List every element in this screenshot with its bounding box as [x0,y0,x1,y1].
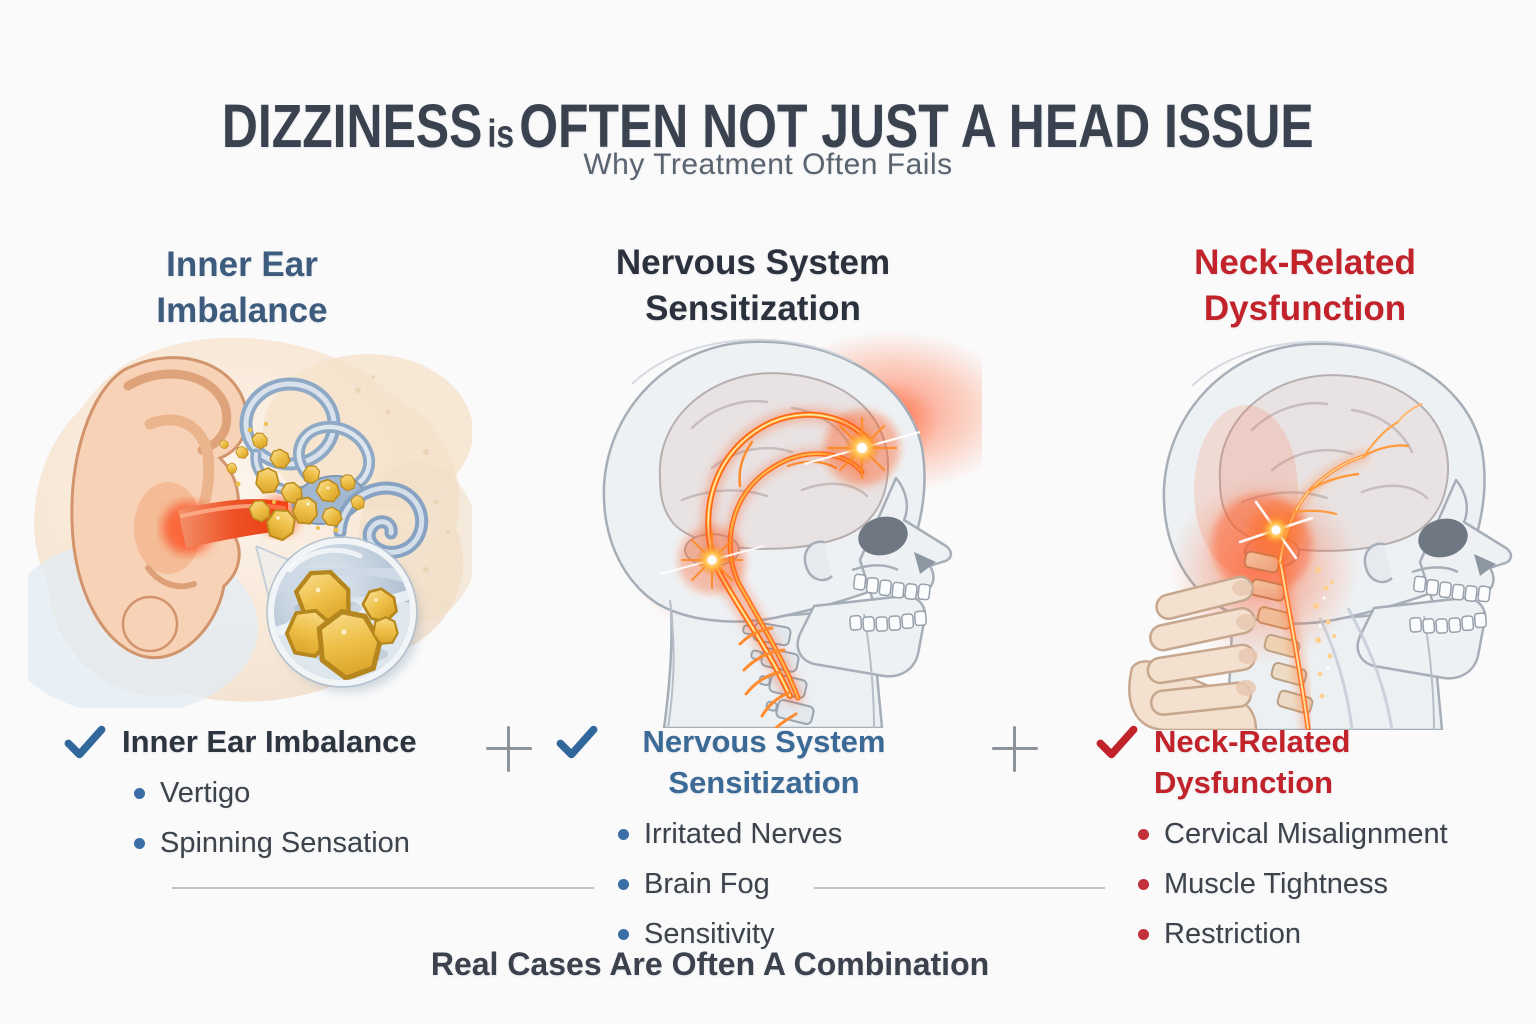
title-rest: OFTEN NOT JUST A HEAD ISSUE [519,92,1314,162]
divider-line-right [814,887,1105,889]
summary-bullet-list: Irritated Nerves Brain Fog Sensitivity [618,818,986,951]
bullet-item: Muscle Tightness [1138,868,1526,901]
summary-title: Inner Ear Imbalance [122,724,417,759]
bullet-item: Vertigo [134,777,494,810]
plus-icon [992,726,1038,772]
summary-neck-related: Neck-Related Dysfunction Cervical Misali… [1096,722,1526,968]
bullet-dot [134,837,145,849]
column-heading-nervous-system: Nervous System Sensitization [615,243,891,328]
bullet-dot [134,787,145,799]
footer-text: Real Cases Are Often A Combination [430,946,990,982]
bullet-dot [1138,878,1149,890]
summary-bullet-list: Cervical Misalignment Muscle Tightness R… [1138,818,1526,951]
checkmark-icon [556,724,598,760]
summary-nervous-system: Nervous System Sensitization Irritated N… [556,722,986,968]
checkmark-icon [1096,724,1138,760]
bullet-item: Irritated Nerves [618,818,986,851]
title-word-is: is [487,112,515,157]
bullet-dot [618,928,629,940]
bullet-item: Restriction [1138,918,1526,951]
bullet-dot [1138,828,1149,840]
summary-bullet-list: Vertigo Spinning Sensation [134,777,494,860]
bullet-dot [1138,928,1149,940]
page-subtitle: Why Treatment Often Fails [583,148,953,181]
summary-title: Neck-Related Dysfunction [1154,724,1351,800]
bullet-item: Sensitivity [618,918,986,951]
column-heading-neck-related: Neck-Related Dysfunction [1194,243,1416,328]
title-word-dizziness: DIZZINESS [222,92,483,162]
nervous-system-illustration [552,328,1020,733]
summary-title: Nervous System Sensitization [642,724,886,800]
divider-line-left [172,887,594,889]
bullet-item: Spinning Sensation [134,827,494,860]
bullet-item: Cervical Misalignment [1138,818,1526,851]
checkmark-icon [64,724,106,760]
column-heading-inner-ear: Inner Ear Imbalance [156,245,328,330]
plus-icon [486,726,532,772]
neck-dysfunction-illustration [1104,330,1528,735]
inner-ear-illustration [2,332,478,715]
bullet-dot [618,878,629,890]
bullet-item: Brain Fog [618,868,986,901]
bullet-dot [618,828,629,840]
summary-inner-ear: Inner Ear Imbalance Vertigo Spinning Sen… [64,722,494,877]
